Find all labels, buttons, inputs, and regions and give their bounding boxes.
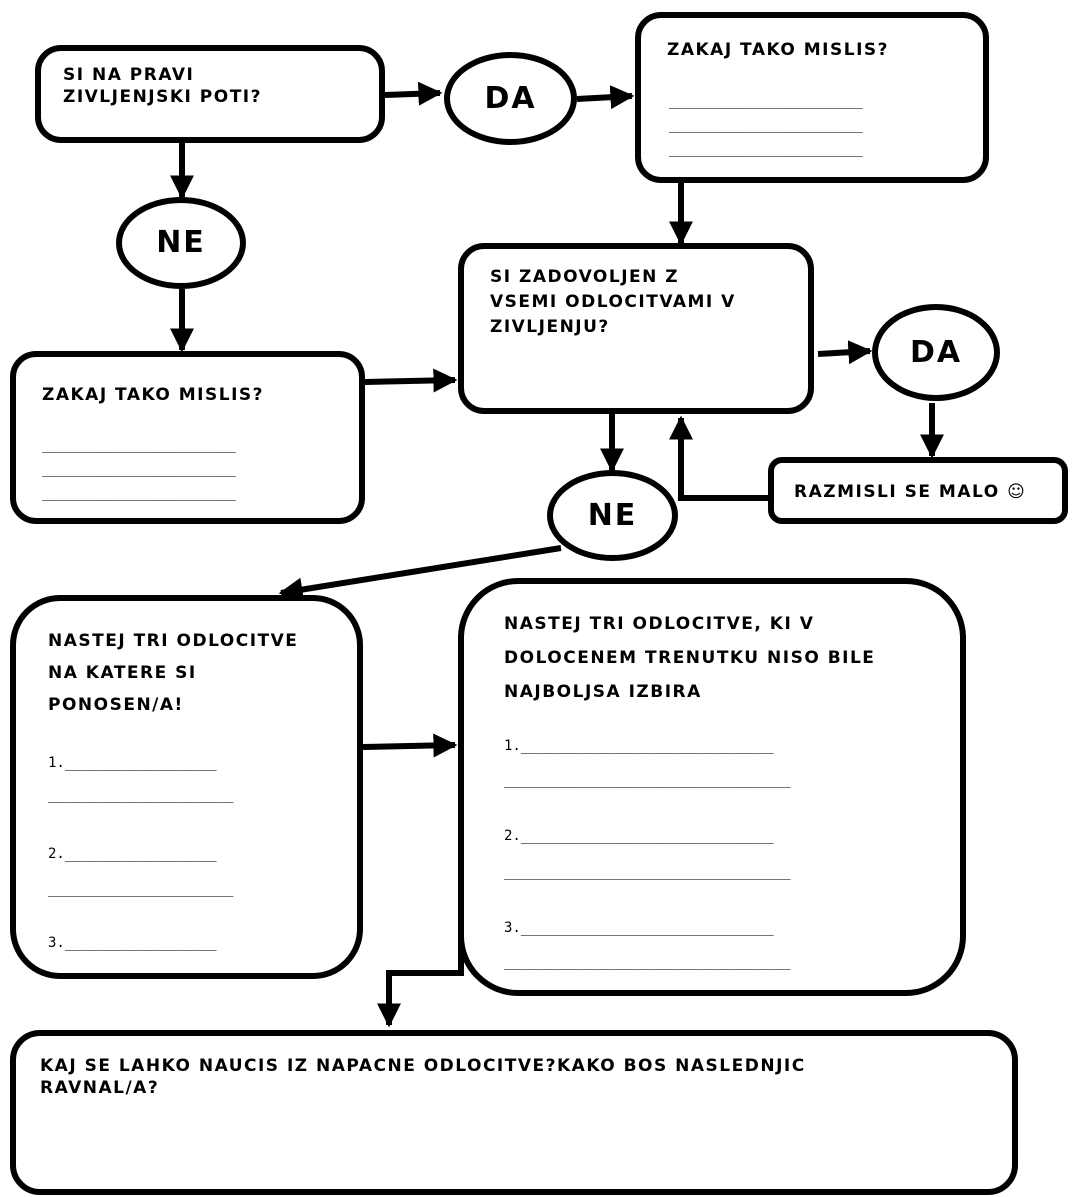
answer-line: _______________________ (42, 437, 236, 453)
arrow-decisions-to-da (817, 340, 873, 365)
answer-line: 2.__________________ (48, 846, 217, 862)
decisions-question-line: VSEMI ODLOCITVAMI V (490, 292, 736, 312)
why-top-box: ZAKAJ TAKO MISLIS? _____________________… (635, 12, 989, 183)
learn-box: KAJ SE LAHKO NAUCIS IZ NAPACNE ODLOCITVE… (10, 1030, 1018, 1195)
no-label: NE (156, 225, 206, 260)
yes-label: DA (909, 334, 963, 370)
answer-line: 1.__________________ (48, 755, 217, 771)
proud-decisions-box: NASTEJ TRI ODLOCITVE NA KATERE SI PONOSE… (10, 595, 363, 979)
answer-line: __________________________________ (504, 954, 791, 970)
answer-line: _______________________ (669, 141, 863, 157)
proud-title-line: NASTEJ TRI ODLOCITVE (48, 631, 299, 651)
answer-line: __________________________________ (504, 772, 791, 788)
think-text: RAZMISLI SE MALO ☺ (794, 482, 1027, 502)
why-top-title: ZAKAJ TAKO MISLIS? (667, 40, 890, 60)
arrow-da-to-why-top (576, 85, 635, 110)
answer-line: _______________________ (669, 93, 863, 109)
answer-line: _______________________ (42, 461, 236, 477)
answer-line: ______________________ (48, 881, 234, 897)
not-best-title-line: DOLOCENEM TRENUTKU NISO BILE (504, 648, 876, 668)
arrow-notbest-to-learn (377, 918, 464, 1028)
no-oval-center: NE (547, 470, 678, 561)
answer-line: 1.______________________________ (504, 738, 774, 754)
answer-line: _______________________ (669, 117, 863, 133)
think-box: RAZMISLI SE MALO ☺ (768, 457, 1068, 524)
learn-text-line: KAJ SE LAHKO NAUCIS IZ NAPACNE ODLOCITVE… (40, 1056, 806, 1076)
yes-label: DA (484, 80, 537, 116)
start-question-line: ZIVLJENJSKI POTI? (63, 87, 262, 107)
no-oval-left: NE (116, 197, 246, 289)
proud-title-line: PONOSEN/A! (48, 695, 184, 715)
answer-line: _______________________ (42, 485, 236, 501)
arrow-why-left-to-decisions (364, 368, 458, 393)
arrow-proud-to-notbest (362, 733, 458, 758)
answer-line: 3.__________________ (48, 935, 217, 951)
arrow-think-to-decisions (669, 415, 770, 501)
answer-line: __________________________________ (504, 864, 791, 880)
yes-oval-right: DA (872, 304, 1000, 401)
start-question-box: SI NA PRAVI ZIVLJENJSKI POTI? (35, 45, 385, 143)
decisions-question-line: ZIVLJENJU? (490, 317, 610, 337)
answer-line: ______________________ (48, 787, 234, 803)
arrow-start-to-da (384, 81, 443, 106)
decisions-question-line: SI ZADOVOLJEN Z (490, 267, 680, 287)
decisions-question-box: SI ZADOVOLJEN Z VSEMI ODLOCITVAMI V ZIVL… (458, 243, 814, 414)
why-left-box: ZAKAJ TAKO MISLIS? _____________________… (10, 351, 365, 524)
not-best-decisions-box: NASTEJ TRI ODLOCITVE, KI V DOLOCENEM TRE… (458, 578, 966, 996)
answer-line: 3.______________________________ (504, 920, 774, 936)
why-left-title: ZAKAJ TAKO MISLIS? (42, 385, 265, 405)
arrow-ne-to-proud (278, 545, 562, 602)
no-label: NE (587, 497, 638, 533)
not-best-title-line: NAJBOLJSA IZBIRA (504, 682, 702, 702)
learn-text-line: RAVNAL/A? (40, 1078, 160, 1098)
start-question-line: SI NA PRAVI (63, 65, 195, 85)
not-best-title-line: NASTEJ TRI ODLOCITVE, KI V (504, 614, 815, 634)
proud-title-line: NA KATERE SI (48, 663, 197, 683)
yes-oval-top: DA (444, 52, 577, 145)
answer-line: 2.______________________________ (504, 828, 774, 844)
